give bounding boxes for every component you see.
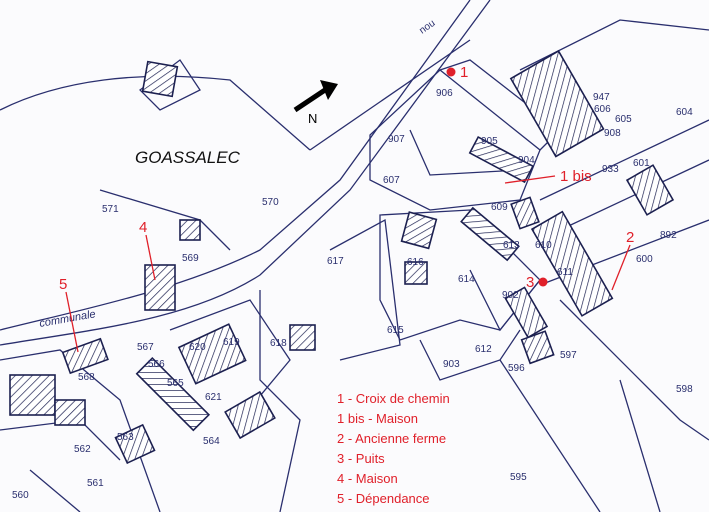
north-arrow: N — [293, 80, 338, 126]
parcel-616: 616 — [407, 257, 424, 268]
parcel-613: 613 — [503, 240, 520, 251]
parcel-597: 597 — [560, 350, 577, 361]
legend-item: 1 bis - Maison — [337, 411, 418, 426]
parcel-564: 564 — [203, 436, 220, 447]
legend-item: 5 - Dépendance — [337, 491, 430, 506]
parcel-908: 908 — [604, 128, 621, 139]
parcel-902: 902 — [502, 290, 519, 301]
road-label-communale: communale — [38, 308, 96, 330]
parcel-563: 563 — [117, 432, 134, 443]
marker-2: 2 — [626, 229, 634, 246]
buildings — [9, 49, 675, 465]
marker-3: 3 — [526, 274, 534, 291]
parcel-605: 605 — [615, 114, 632, 125]
parcel-568: 568 — [78, 372, 95, 383]
parcel-565: 565 — [167, 378, 184, 389]
parcel-562: 562 — [74, 444, 91, 455]
north-label: N — [308, 111, 317, 126]
parcel-607: 607 — [383, 175, 400, 186]
place-name: GOASSALEC — [135, 148, 241, 167]
parcel-596: 596 — [508, 363, 525, 374]
parcel-609: 609 — [491, 202, 508, 213]
marker-4: 4 — [139, 219, 147, 236]
parcel-560: 560 — [12, 490, 29, 501]
parcel-617: 617 — [327, 256, 344, 267]
parcel-561: 561 — [87, 478, 104, 489]
marker-5: 5 — [59, 276, 67, 293]
parcel-571: 571 — [102, 204, 119, 215]
marker-dot-1 — [446, 67, 456, 77]
parcel-598: 598 — [676, 384, 693, 395]
parcel-903: 903 — [443, 359, 460, 370]
parcel-615: 615 — [387, 325, 404, 336]
parcel-numbers: 906 907 905 904 607 609 613 610 611 600 … — [12, 88, 693, 501]
parcel-620: 620 — [189, 342, 206, 353]
parcel-601: 601 — [633, 158, 650, 169]
parcel-611: 611 — [557, 267, 573, 278]
parcel-612: 612 — [475, 344, 492, 355]
parcel-595: 595 — [510, 472, 527, 483]
road-label-top: nou — [417, 18, 437, 37]
parcel-567: 567 — [137, 342, 154, 353]
parcel-610: 610 — [535, 240, 552, 251]
parcel-566: 566 — [148, 359, 165, 370]
parcel-600: 600 — [636, 254, 653, 265]
parcel-904: 904 — [518, 155, 535, 166]
parcel-614: 614 — [458, 274, 475, 285]
parcel-621: 621 — [205, 392, 222, 403]
marker-dot-3 — [538, 277, 548, 287]
legend: 1 - Croix de chemin 1 bis - Maison 2 - A… — [337, 391, 450, 506]
marker-1-bis: 1 bis — [560, 168, 592, 185]
parcel-933: 933 — [602, 164, 619, 175]
parcel-906: 906 — [436, 88, 453, 99]
parcel-606: 606 — [594, 104, 611, 115]
legend-item: 4 - Maison — [337, 471, 398, 486]
parcel-619: 619 — [223, 337, 240, 348]
parcel-947: 947 — [593, 92, 610, 103]
parcel-569: 569 — [182, 253, 199, 264]
annotations: 1 1 bis 2 3 4 5 — [59, 64, 634, 353]
parcel-604: 604 — [676, 107, 693, 118]
parcel-570: 570 — [262, 197, 279, 208]
parcel-907: 907 — [388, 134, 405, 145]
parcel-892: 892 — [660, 230, 677, 241]
legend-item: 1 - Croix de chemin — [337, 391, 450, 406]
parcel-905: 905 — [481, 136, 498, 147]
legend-item: 3 - Puits — [337, 451, 385, 466]
marker-1: 1 — [460, 64, 468, 81]
legend-item: 2 - Ancienne ferme — [337, 431, 446, 446]
parcel-618: 618 — [270, 338, 287, 349]
